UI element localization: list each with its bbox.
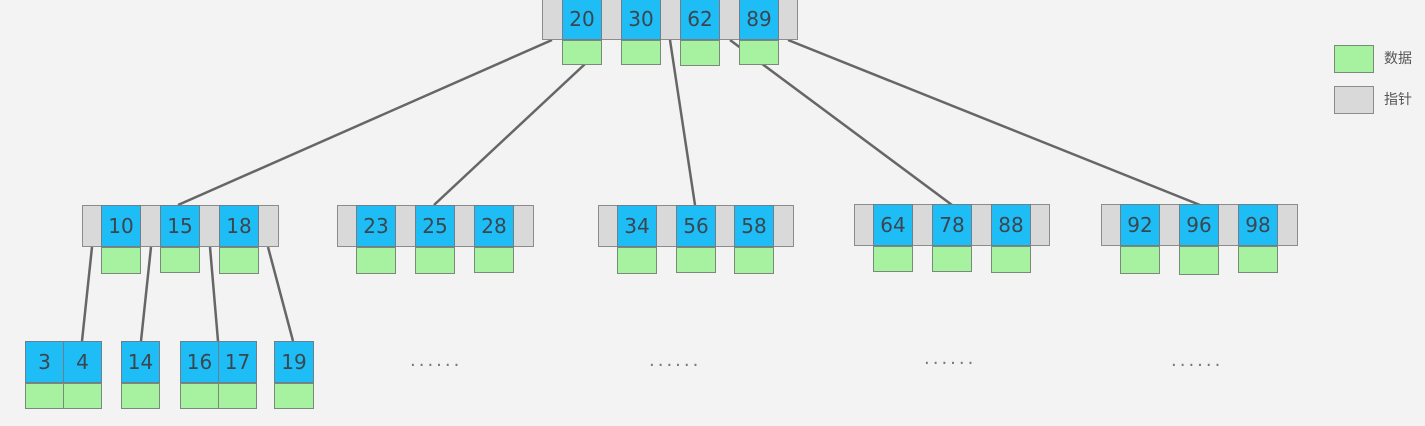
data-cell — [1179, 246, 1219, 275]
key-cell: 89 — [739, 0, 779, 40]
data-cell — [617, 247, 657, 274]
key-cell: 19 — [274, 341, 314, 383]
data-cell — [180, 383, 219, 409]
key-cell: 92 — [1120, 204, 1160, 246]
data-cell — [621, 40, 661, 65]
key-cell: 3 — [25, 341, 64, 383]
key-cell: 96 — [1179, 204, 1219, 246]
edge-root-to-node-2 — [433, 63, 586, 206]
data-cell — [562, 40, 602, 65]
ellipsis: ...... — [649, 350, 702, 371]
key-cell: 28 — [474, 205, 514, 247]
legend-data-label: 数据 — [1384, 51, 1412, 67]
key-cell: 14 — [121, 341, 160, 383]
key-cell: 4 — [63, 341, 102, 383]
legend-pointer-label: 指针 — [1384, 92, 1412, 108]
ellipsis: ...... — [924, 348, 977, 369]
data-cell — [734, 247, 774, 274]
key-cell: 10 — [101, 205, 141, 247]
key-cell: 56 — [676, 205, 716, 247]
data-cell — [356, 247, 396, 274]
key-cell: 58 — [734, 205, 774, 247]
key-cell: 25 — [415, 205, 455, 247]
legend-pointer-swatch — [1334, 86, 1374, 114]
key-cell: 30 — [621, 0, 661, 40]
edge-node1-to-leaf-4 — [266, 246, 295, 342]
data-cell — [63, 383, 102, 409]
edge-node1-to-leaf-2 — [139, 246, 153, 342]
edge-root-to-node-5 — [787, 38, 1201, 207]
data-cell — [932, 246, 972, 272]
edge-root-to-node-4 — [729, 38, 953, 207]
data-cell — [218, 383, 257, 409]
data-cell — [1120, 246, 1160, 274]
data-cell — [25, 383, 64, 409]
data-cell — [160, 247, 200, 273]
key-cell: 16 — [180, 341, 219, 383]
data-cell — [415, 247, 455, 274]
key-cell: 34 — [617, 205, 657, 247]
key-cell: 17 — [218, 341, 257, 383]
ellipsis: ...... — [1171, 350, 1224, 371]
data-cell — [680, 40, 720, 66]
key-cell: 20 — [562, 0, 602, 40]
data-cell — [1238, 246, 1278, 273]
key-cell: 62 — [680, 0, 720, 40]
edge-node1-to-leaf-1 — [80, 246, 94, 342]
edge-root-to-node-3 — [668, 39, 697, 206]
key-cell: 18 — [219, 205, 259, 247]
data-cell — [219, 247, 259, 274]
key-cell: 15 — [160, 205, 200, 247]
ellipsis: ...... — [410, 350, 463, 371]
data-cell — [474, 247, 514, 273]
data-cell — [739, 40, 779, 65]
data-cell — [676, 247, 716, 273]
edge-root-to-node-1 — [177, 38, 553, 207]
legend-data-swatch — [1334, 45, 1374, 73]
data-cell — [121, 383, 160, 409]
key-cell: 23 — [356, 205, 396, 247]
data-cell — [101, 247, 141, 274]
key-cell: 98 — [1238, 204, 1278, 246]
key-cell: 64 — [873, 204, 913, 246]
data-cell — [873, 246, 913, 272]
data-cell — [274, 383, 314, 409]
data-cell — [991, 246, 1031, 273]
key-cell: 88 — [991, 204, 1031, 246]
edge-node1-to-leaf-3 — [208, 246, 220, 342]
key-cell: 78 — [932, 204, 972, 246]
